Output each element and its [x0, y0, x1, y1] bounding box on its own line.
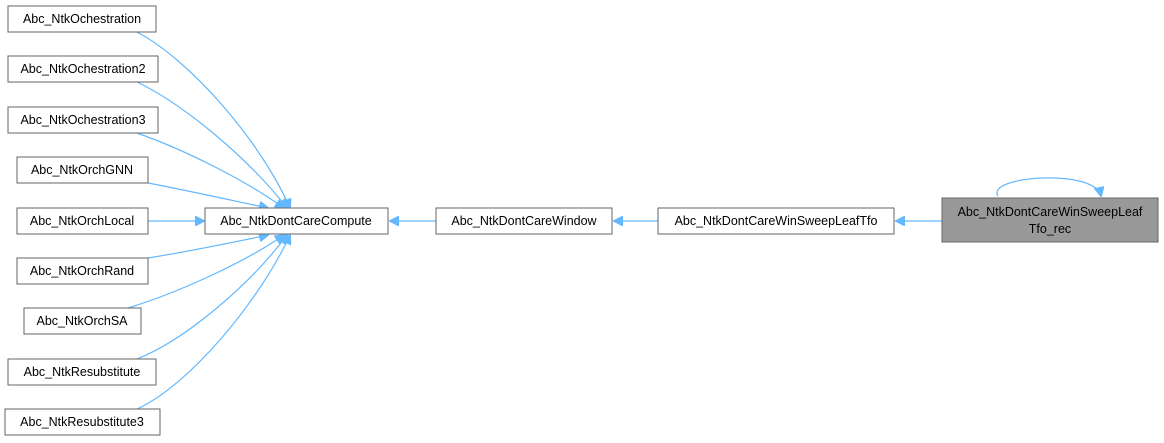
node-compute-label: Abc_NtkDontCareCompute [220, 214, 372, 228]
node-caller-3-label: Abc_NtkOchestration3 [20, 113, 145, 127]
node-compute[interactable]: Abc_NtkDontCareCompute [204, 207, 389, 235]
node-caller-6-label: Abc_NtkOrchRand [30, 264, 134, 278]
node-caller-5-label: Abc_NtkOrchLocal [30, 214, 134, 228]
node-caller-9-label: Abc_NtkResubstitute3 [20, 415, 144, 429]
node-sweep[interactable]: Abc_NtkDontCareWinSweepLeafTfo [657, 207, 895, 235]
node-window-label: Abc_NtkDontCareWindow [451, 214, 597, 228]
node-caller-1-label: Abc_NtkOchestration [23, 12, 141, 26]
node-caller-8[interactable]: Abc_NtkResubstitute [7, 358, 157, 386]
node-window[interactable]: Abc_NtkDontCareWindow [435, 207, 613, 235]
edge-c8-compute [136, 235, 287, 360]
edge-c9-compute [136, 235, 290, 410]
node-caller-2-label: Abc_NtkOchestration2 [20, 62, 145, 76]
edge-c7-compute [127, 235, 284, 309]
node-caller-2[interactable]: Abc_NtkOchestration2 [7, 55, 159, 83]
node-caller-4-label: Abc_NtkOrchGNN [31, 163, 133, 177]
edge-c4-compute [147, 182, 268, 208]
edges [127, 31, 1101, 410]
node-caller-5[interactable]: Abc_NtkOrchLocal [16, 207, 149, 235]
edge-c3-compute [136, 132, 284, 208]
node-root-line-2: Tfo_rec [1029, 222, 1071, 236]
node-caller-7[interactable]: Abc_NtkOrchSA [23, 307, 142, 335]
edge-root-self-loop [996, 177, 1101, 196]
edge-c2-compute [136, 81, 287, 208]
node-root[interactable]: Abc_NtkDontCareWinSweepLeaf Tfo_rec [941, 197, 1159, 243]
node-caller-4[interactable]: Abc_NtkOrchGNN [16, 156, 149, 184]
node-sweep-label: Abc_NtkDontCareWinSweepLeafTfo [675, 214, 878, 228]
node-caller-9[interactable]: Abc_NtkResubstitute3 [4, 408, 161, 436]
node-caller-7-label: Abc_NtkOrchSA [36, 314, 128, 328]
edge-c1-compute [136, 31, 290, 208]
node-caller-8-label: Abc_NtkResubstitute [24, 365, 141, 379]
node-root-line-1: Abc_NtkDontCareWinSweepLeaf [958, 205, 1143, 219]
node-caller-6[interactable]: Abc_NtkOrchRand [16, 257, 149, 285]
edge-c6-compute [147, 235, 268, 259]
node-caller-3[interactable]: Abc_NtkOchestration3 [7, 106, 159, 134]
node-caller-1[interactable]: Abc_NtkOchestration [7, 5, 157, 33]
